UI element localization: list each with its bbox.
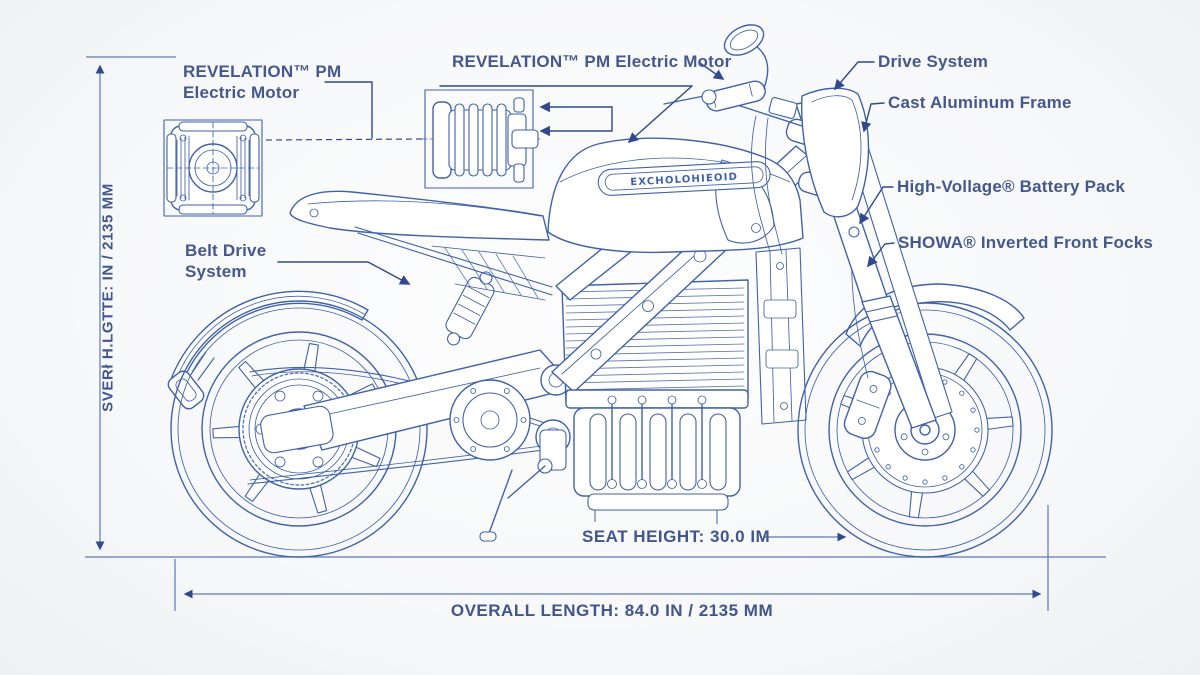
motor-front-callout-line2: Electric Motor <box>183 82 300 102</box>
seat-height-dimension-label: SEAT HEIGHT: 30.0 IM <box>582 527 771 546</box>
belt-drive-label: Belt Drive System <box>185 241 266 282</box>
mirror-stalk <box>755 45 769 89</box>
headlight-cowl <box>801 87 870 218</box>
handlebar <box>663 24 803 255</box>
battery-pack-label: High-Vollage® Battery Pack <box>897 177 1126 196</box>
footpeg-stand <box>479 458 553 542</box>
motorcycle: EXCHOLOHIEOID <box>167 24 1053 558</box>
battery-pack <box>561 279 749 403</box>
callout-lines <box>265 61 895 285</box>
motor-studs <box>607 395 707 489</box>
electric-motor <box>449 379 749 511</box>
overall-height-dimension-label: SVERł H.LGTTE: IN / 2135 MM <box>99 183 117 412</box>
mirror <box>723 24 765 56</box>
cast-aluminum-frame-label: Cast Aluminum Frame <box>888 93 1072 112</box>
motor-side-callout-label: REVELATION™ PM Electric Motor <box>452 52 732 71</box>
rear-shock <box>445 271 495 346</box>
tank-badge: EXCHOLOHIEOID <box>597 161 771 196</box>
tail-seat <box>289 190 553 301</box>
belt-drive-line1: Belt Drive <box>185 241 267 260</box>
front-forks-label: SHOWA® Inverted Front Focks <box>898 233 1154 252</box>
motor-front-callout-label: REVELATION™ PM Electric Motor <box>183 62 341 103</box>
controller-unit <box>755 247 807 425</box>
fuel-tank: EXCHOLOHIEOID <box>547 137 804 254</box>
belt-drive-line2: System <box>185 261 247 281</box>
overall-length-dimension-label: OVERALL LENGTH: 84.0 IN / 2135 MM <box>450 601 774 620</box>
motor-front-callout-line1: REVELATION™ PM <box>183 62 342 81</box>
rear-fender <box>167 290 369 410</box>
drive-system-label: Drive System <box>878 52 989 71</box>
inset-motor-side-view <box>417 89 541 189</box>
inset-motor-front-view <box>163 119 263 217</box>
front-brake-caliper <box>843 370 892 440</box>
